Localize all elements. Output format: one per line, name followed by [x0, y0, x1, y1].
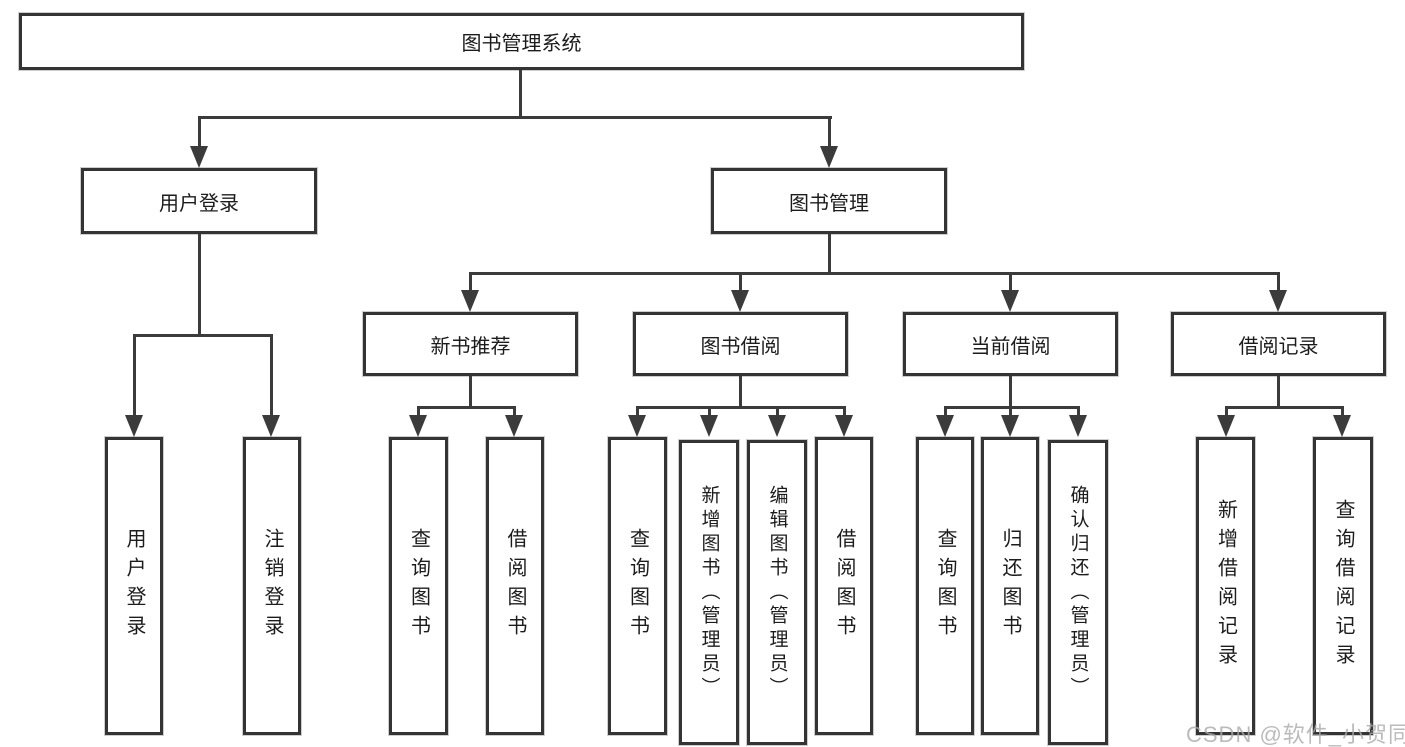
node-borrowing-records: 借阅记录	[1171, 312, 1386, 376]
node-new-book-recommendation: 新书推荐	[363, 312, 578, 376]
node-bb-add-books-admin: 新增图书（管理员）	[679, 440, 739, 745]
connector-drop	[1009, 272, 1012, 292]
connector-drop	[1277, 272, 1280, 292]
arrowhead-down-icon	[936, 415, 954, 437]
connector-current-rail	[944, 406, 1080, 409]
node-cb-query-books: 查询图书	[916, 437, 974, 735]
connector-drop	[469, 272, 472, 292]
arrowhead-down-icon	[1269, 290, 1287, 312]
arrowhead-down-icon	[461, 290, 479, 312]
connector-drop	[828, 116, 831, 148]
connector-drop	[133, 334, 136, 417]
arrowhead-down-icon	[628, 415, 646, 437]
connector-records-rail	[1225, 406, 1344, 409]
node-user-login-module: 用户登录	[81, 168, 317, 234]
arrowhead-down-icon	[1217, 415, 1235, 437]
connector-borrow-stem	[739, 376, 742, 409]
node-logout: 注销登录	[243, 437, 301, 735]
connector-drop	[776, 406, 779, 417]
node-library-management-system: 图书管理系统	[19, 13, 1024, 70]
arrowhead-down-icon	[835, 415, 853, 437]
arrowhead-down-icon	[262, 415, 280, 437]
connector-rec-stem	[469, 376, 472, 409]
node-br-query-record: 查询借阅记录	[1313, 437, 1373, 735]
arrowhead-down-icon	[731, 290, 749, 312]
node-bb-query-books: 查询图书	[608, 437, 667, 735]
node-cb-return-books: 归还图书	[981, 437, 1039, 735]
connector-drop	[270, 334, 273, 417]
connector-rec-rail	[417, 406, 516, 409]
connector-drop	[1225, 406, 1228, 417]
connector-drop	[944, 406, 947, 417]
connector-mgmt-rail	[469, 272, 1280, 275]
arrowhead-down-icon	[1333, 415, 1351, 437]
node-br-add-record: 新增借阅记录	[1196, 437, 1255, 735]
connector-current-stem	[1009, 376, 1012, 409]
connector-drop	[198, 116, 201, 148]
arrowhead-down-icon	[1001, 290, 1019, 312]
node-rec-borrow-books: 借阅图书	[486, 437, 544, 735]
node-book-borrowing: 图书借阅	[633, 312, 848, 376]
arrowhead-down-icon	[409, 415, 427, 437]
connector-drop	[1009, 406, 1012, 417]
node-rec-query-books: 查询图书	[389, 437, 448, 735]
connector-login-stem	[198, 234, 201, 337]
connector-drop	[1341, 406, 1344, 417]
connector-drop	[417, 406, 420, 417]
connector-drop	[513, 406, 516, 417]
arrowhead-down-icon	[820, 146, 838, 168]
connector-root-rail	[198, 116, 832, 119]
arrowhead-down-icon	[768, 415, 786, 437]
arrowhead-down-icon	[700, 415, 718, 437]
arrowhead-down-icon	[125, 415, 143, 437]
connector-drop	[739, 272, 742, 292]
arrowhead-down-icon	[1069, 415, 1087, 437]
arrowhead-down-icon	[190, 146, 208, 168]
connector-mgmt-stem	[828, 234, 831, 275]
node-cb-confirm-return-admin: 确认归还（管理员）	[1048, 440, 1108, 745]
connector-borrow-rail	[636, 406, 846, 409]
arrowhead-down-icon	[505, 415, 523, 437]
node-user-login: 用户登录	[105, 437, 163, 735]
connector-drop	[1077, 406, 1080, 417]
connector-login-rail	[133, 334, 273, 337]
connector-records-stem	[1277, 376, 1280, 409]
connector-drop	[843, 406, 846, 417]
connector-drop	[636, 406, 639, 417]
arrowhead-down-icon	[1001, 415, 1019, 437]
node-bb-edit-books-admin: 编辑图书（管理员）	[747, 440, 807, 745]
node-book-management-module: 图书管理	[711, 168, 947, 234]
node-current-borrowing: 当前借阅	[903, 312, 1118, 376]
node-bb-borrow-books: 借阅图书	[815, 437, 873, 735]
connector-root-stem	[519, 69, 522, 119]
csdn-watermark: CSDN @软件_小贺同学	[1186, 722, 1405, 747]
connector-drop	[708, 406, 711, 417]
